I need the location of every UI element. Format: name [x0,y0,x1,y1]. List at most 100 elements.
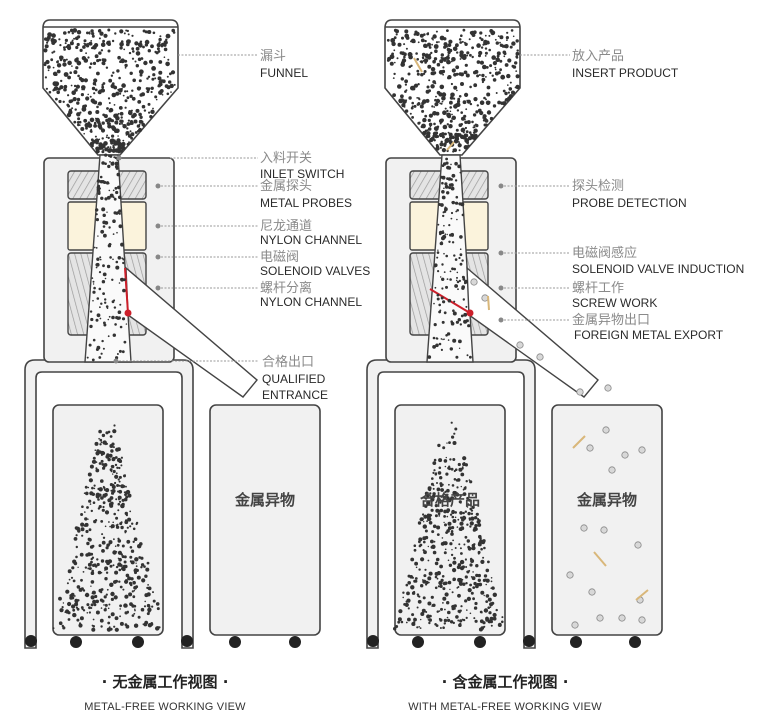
particle [469,85,472,89]
particle [479,36,482,40]
particle [98,493,102,497]
particle [483,594,485,597]
particle [443,521,445,524]
particle [116,484,120,487]
particle [473,97,478,102]
particle [424,44,428,48]
particle [104,510,110,515]
particle [128,141,130,144]
particle [86,612,89,614]
particle [105,571,109,574]
particle [111,161,115,164]
particle [104,162,107,165]
particle [449,119,453,123]
particle [442,66,445,69]
particle [404,602,409,608]
particle [483,96,486,100]
particle [151,66,157,71]
particle [456,276,458,279]
particle [92,599,97,605]
particle [431,43,433,46]
particle [507,91,510,94]
particle [424,568,427,571]
particle [138,119,143,124]
particle [452,70,455,73]
particle [73,37,76,40]
particle [457,288,459,291]
particle [460,34,463,37]
particle [103,33,108,38]
particle [464,486,467,489]
particle [477,108,482,113]
particle [96,257,100,261]
particle [423,70,427,73]
particle [114,186,118,190]
particle [90,128,93,131]
particle [391,41,396,47]
particle [124,603,128,608]
particle [120,525,124,530]
particle [457,462,461,467]
particle [51,33,56,38]
particle [71,566,75,570]
particle [90,595,95,600]
left-stand-frame [24,359,194,649]
particle [95,218,99,222]
particle [127,517,132,522]
particle [435,146,440,151]
particle [96,120,101,124]
particle [515,55,518,58]
particle [158,90,163,95]
particle [386,38,390,42]
particle [99,598,103,602]
particle [109,256,112,259]
particle [103,486,106,490]
particle [72,612,77,618]
particle [93,286,96,290]
particle [403,106,406,108]
particle [73,70,78,75]
particle [123,278,126,282]
particle [143,60,148,66]
particle [75,534,78,537]
particle [438,132,444,138]
particle [64,42,67,45]
metal-ball [571,621,579,629]
particle [429,492,432,495]
particle [442,124,448,130]
particle [166,75,169,78]
particle [451,117,454,120]
particle [432,494,436,498]
particle [97,192,101,195]
particle [441,195,446,200]
particle [95,117,97,120]
particle [82,45,86,49]
particle [415,566,418,569]
particle [465,582,468,585]
particle [88,478,93,483]
particle [122,139,125,142]
particle [134,609,136,612]
particle [469,563,473,567]
particle [507,84,509,86]
particle [469,102,473,106]
particle [137,42,143,47]
particle [433,302,435,305]
particle [419,517,424,522]
particle [485,76,487,78]
label-en-2: ENTRANCE [262,388,328,402]
particle [490,587,493,589]
particle [463,312,468,317]
particle [155,602,160,606]
particle [98,52,100,55]
particle [101,121,105,125]
particle [460,472,465,477]
particle [120,456,123,459]
particle [428,53,432,56]
particle [430,497,435,502]
particle [112,144,115,147]
particle [106,264,111,269]
particle [112,333,117,337]
particle [442,162,447,166]
particle [118,349,122,353]
